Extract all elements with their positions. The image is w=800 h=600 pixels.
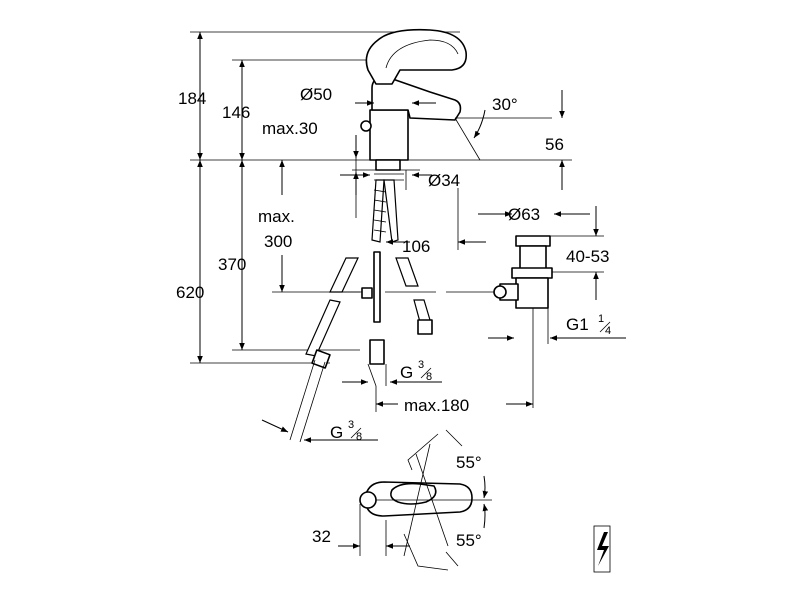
label-lever-offset: 32 xyxy=(312,527,331,546)
label-hose-thread-2: G xyxy=(330,423,343,442)
dimension-spout-height: 56 xyxy=(470,90,572,190)
dimension-spout-angle: 30° xyxy=(454,95,552,161)
vertical-dimensions xyxy=(190,31,470,364)
label-drop-620: 620 xyxy=(176,283,204,302)
dimension-hose-thread-1: G 3 8 xyxy=(342,359,442,385)
label-hose-thread-1: G xyxy=(400,363,413,382)
dimension-offset-106: 106 xyxy=(386,188,486,256)
dimension-max-plate: max.30 xyxy=(262,119,359,218)
label-waste-thread-den: 4 xyxy=(605,325,611,337)
dimension-body-diameter: Ø50 xyxy=(300,85,436,106)
label-max-180: max.180 xyxy=(404,396,469,415)
label-height-total: 184 xyxy=(178,89,206,108)
label-hose-thread-2-den: 8 xyxy=(356,431,362,443)
label-waste-diameter: Ø63 xyxy=(508,205,540,224)
supply-hoses xyxy=(289,179,433,443)
label-shank-diameter: Ø34 xyxy=(428,171,460,190)
label-waste-thread-num: 1 xyxy=(598,313,604,325)
dimension-shank-diameter: Ø34 xyxy=(340,170,460,190)
label-height-spout: 146 xyxy=(222,103,250,122)
label-hose-thread-1-num: 3 xyxy=(418,359,424,371)
label-hose-thread-2-num: 3 xyxy=(348,419,354,431)
lightning-bolt-icon xyxy=(593,525,611,573)
label-drop-370: 370 xyxy=(218,255,246,274)
label-body-diameter: Ø50 xyxy=(300,85,332,104)
waste-assembly xyxy=(493,235,553,408)
label-lever-angle-bottom: 55° xyxy=(456,531,482,550)
dimension-hose-thread-2: G 3 8 xyxy=(261,419,378,443)
label-waste-thread: G1 xyxy=(566,315,589,334)
dimension-max-300: max. 300 xyxy=(258,207,295,251)
label-max-300-line2: 300 xyxy=(264,232,292,251)
dimension-waste-thread: G1 1 4 xyxy=(488,308,626,344)
dimension-waste-range: 40-53 xyxy=(550,206,609,300)
label-max-plate: max.30 xyxy=(262,119,318,138)
dimension-waste-diameter: Ø63 xyxy=(478,205,590,224)
label-hose-thread-1-den: 8 xyxy=(426,371,432,383)
label-spout-angle: 30° xyxy=(492,95,518,114)
faucet-side-view xyxy=(352,28,468,181)
faucet-top-view xyxy=(359,433,492,571)
dimension-lever-angle-top: 55° xyxy=(445,429,489,499)
dimension-lever-angle-bottom: 55° xyxy=(445,503,489,567)
dimension-lever-offset: 32 xyxy=(312,504,410,556)
dimension-max-180: max.180 xyxy=(375,386,533,415)
label-offset-106: 106 xyxy=(402,237,430,256)
label-max-300-line1: max. xyxy=(258,207,295,226)
label-spout-height: 56 xyxy=(545,135,564,154)
label-lever-angle-top: 55° xyxy=(456,453,482,472)
label-waste-range: 40-53 xyxy=(566,247,609,266)
horizontal-supply-bar xyxy=(340,287,500,299)
